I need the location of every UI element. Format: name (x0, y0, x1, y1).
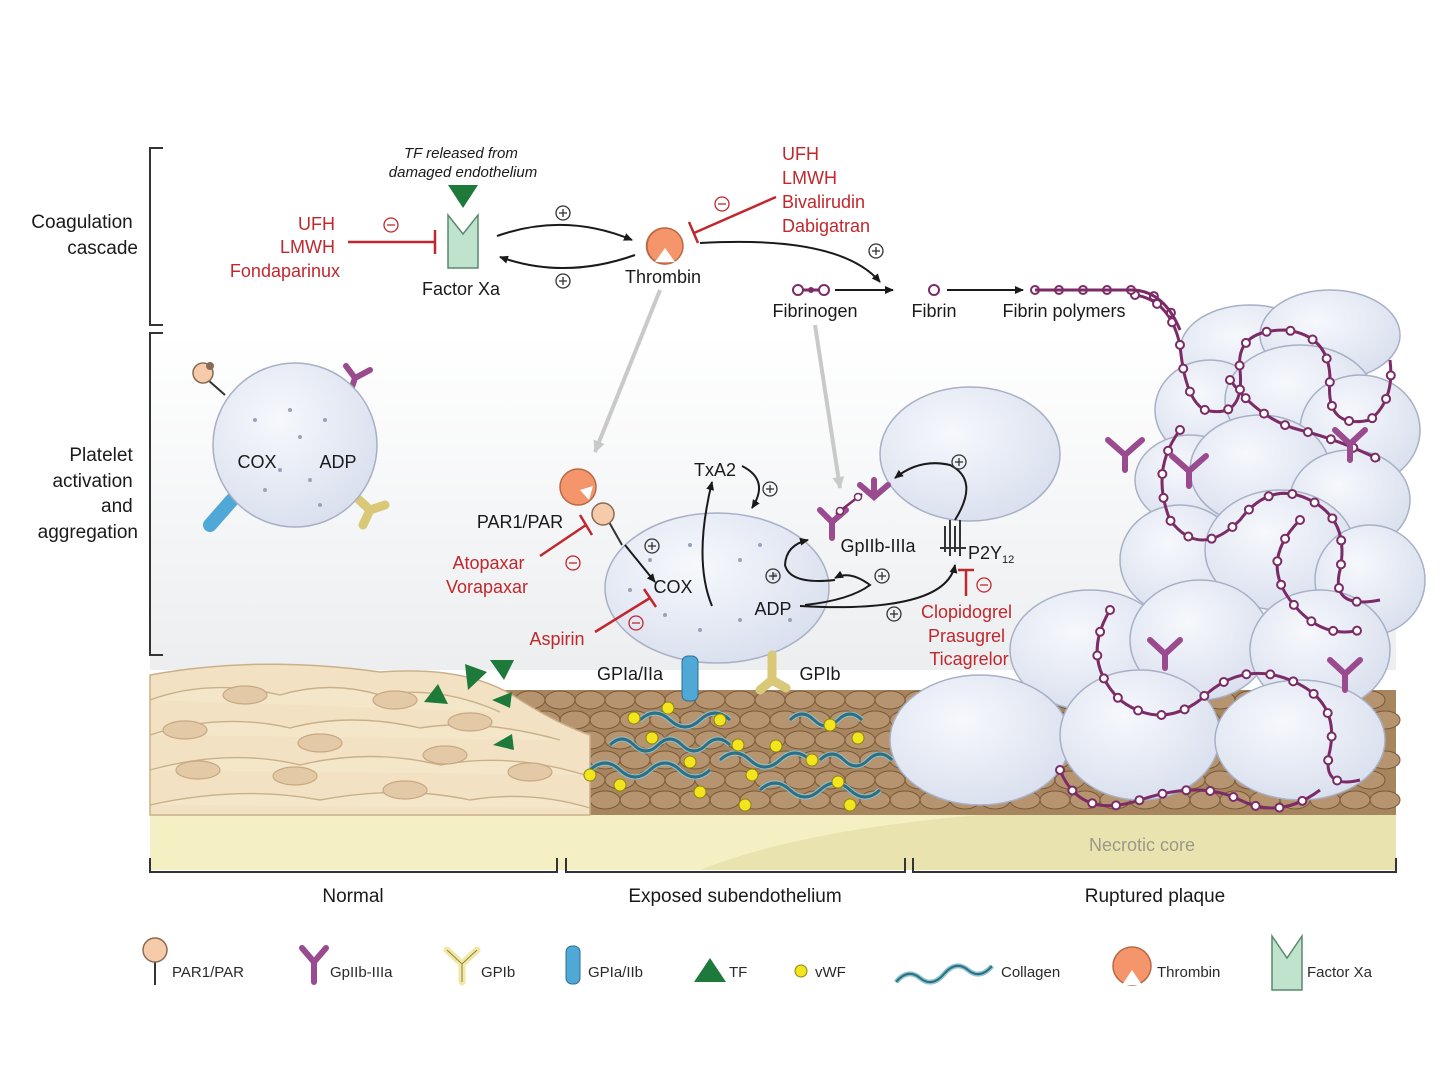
par1-receptor (559, 468, 623, 546)
zone-ruptured-label: Ruptured plaque (1085, 886, 1226, 907)
svg-text:GPIb: GPIb (481, 964, 515, 981)
p2y12-label: P2Y12 (968, 543, 1014, 566)
legend-item: GPIb (443, 946, 515, 986)
tf-triangle-icon (448, 185, 478, 208)
drugs-thrombin: UFH LMWH Bivalirudin Dabigatran (782, 144, 870, 236)
plus-sign-icon (765, 568, 902, 622)
resting-cox-label: COX (237, 452, 276, 472)
minus-sign-icon (383, 217, 399, 233)
legend-item: TF (694, 958, 747, 982)
par1-label: PAR1/PAR (477, 512, 563, 532)
gpiib-iiia-receptor-icon (299, 945, 329, 985)
legend-item: Thrombin (1112, 946, 1220, 986)
minus-sign-icon (628, 615, 644, 631)
plus-sign-icon (762, 481, 778, 497)
fibrin-icon (928, 284, 940, 296)
adp-label: ADP (754, 599, 791, 619)
gpib-receptor (755, 650, 791, 695)
legend-item: PAR1/PAR (142, 937, 244, 985)
thrombin-to-par-arrow (593, 289, 662, 453)
zone-exposed-label: Exposed subendothelium (628, 886, 841, 907)
drugs-p2y12: Clopidogrel Prasugrel Ticagrelor (921, 602, 1017, 669)
platelet-aggregate (889, 289, 1426, 806)
fibrin-polymers-label: Fibrin polymers (1002, 301, 1125, 321)
gpia-iia-receptor-icon (565, 945, 581, 985)
cox-label: COX (653, 577, 692, 597)
drugs-par: Atopaxar Vorapaxar (446, 553, 530, 597)
activated-platelet-central (604, 512, 830, 664)
gpib-label: GPIb (799, 664, 840, 684)
txa2-label: TxA2 (694, 460, 736, 480)
legend-item: GpIIb-IIIa (299, 945, 393, 985)
fibrin-label: Fibrin (911, 301, 956, 321)
vwf-dots (583, 701, 865, 812)
p2y12-receptor (940, 520, 966, 556)
plus-sign-icon (555, 205, 571, 289)
svg-text:Thrombin: Thrombin (1157, 964, 1220, 981)
granules-central (628, 543, 792, 632)
section-brackets (149, 147, 1397, 873)
legend: PAR1/PAR GpIIb-IIIa GPIb GPIa/IIb TF vWF… (142, 933, 1373, 991)
necrotic-core (700, 815, 1396, 870)
plus-sign-icon (951, 454, 967, 470)
legend-item: GPIa/IIb (565, 945, 643, 985)
gpiib-iiia-label: GpIIb-IIIa (840, 536, 916, 556)
thrombin-label: Thrombin (625, 267, 701, 287)
tf-triangle-icon (694, 958, 726, 982)
fibrinogen-label: Fibrinogen (772, 301, 857, 321)
svg-text:PAR1/PAR: PAR1/PAR (172, 964, 244, 981)
tf-triangles (424, 660, 514, 750)
zone-normal-label: Normal (322, 886, 383, 907)
plus-sign-icon (868, 243, 884, 259)
par1-receptor-icon (142, 937, 168, 963)
minus-sign-icon (976, 577, 992, 593)
tf-release-note: TF released from damaged endothelium (389, 145, 537, 181)
fibrin-polymer-chain (1035, 288, 1182, 331)
activated-platelet-upper (879, 386, 1061, 522)
factor-xa-label: Factor Xa (422, 279, 501, 299)
factor-xa-icon (447, 212, 479, 269)
vwf-dot-icon (794, 964, 808, 978)
svg-text:Collagen: Collagen (1001, 964, 1060, 981)
fibrinogen-to-gpiib-arrow (813, 324, 845, 489)
legend-item: vWF (794, 964, 846, 981)
inhibit-factor-xa (348, 230, 437, 254)
factor-xa-icon (1271, 933, 1303, 991)
necrotic-core-label: Necrotic core (1089, 835, 1195, 855)
resting-adp-label: ADP (319, 452, 356, 472)
fibrinogen-icon (792, 284, 830, 296)
plus-sign-icon (644, 538, 660, 554)
minus-sign-icon (565, 555, 581, 571)
svg-text:Factor Xa: Factor Xa (1307, 964, 1373, 981)
legend-item: Factor Xa (1271, 933, 1373, 991)
resting-platelet: COX ADP (192, 362, 390, 532)
svg-text:vWF: vWF (815, 964, 846, 981)
svg-text:TF: TF (729, 964, 747, 981)
minus-sign-icon (714, 196, 730, 212)
drugs-factor-xa: UFH LMWH Fondaparinux (230, 214, 340, 281)
gpia-iia-receptor (681, 655, 699, 702)
inhibit-thrombin (687, 195, 777, 244)
aspirin-label: Aspirin (529, 629, 584, 649)
platelet-activation-label: Platelet activation and aggregation (38, 445, 138, 543)
arrow-thrombin-to-xa (499, 254, 636, 269)
aggregate-receptors (1105, 427, 1368, 693)
arrow-thrombin-to-fibrin (699, 240, 881, 283)
arrow-xa-to-thrombin (496, 224, 633, 241)
coagulation-cascade-label: Coagulation cascade (31, 212, 138, 259)
legend-item: Collagen (894, 963, 1060, 985)
normal-endothelium (149, 663, 591, 816)
svg-text:GPIa/IIb: GPIa/IIb (588, 964, 643, 981)
gpia-iia-label: GPIa/IIa (597, 664, 664, 684)
svg-text:GpIIb-IIIa: GpIIb-IIIa (330, 964, 393, 981)
